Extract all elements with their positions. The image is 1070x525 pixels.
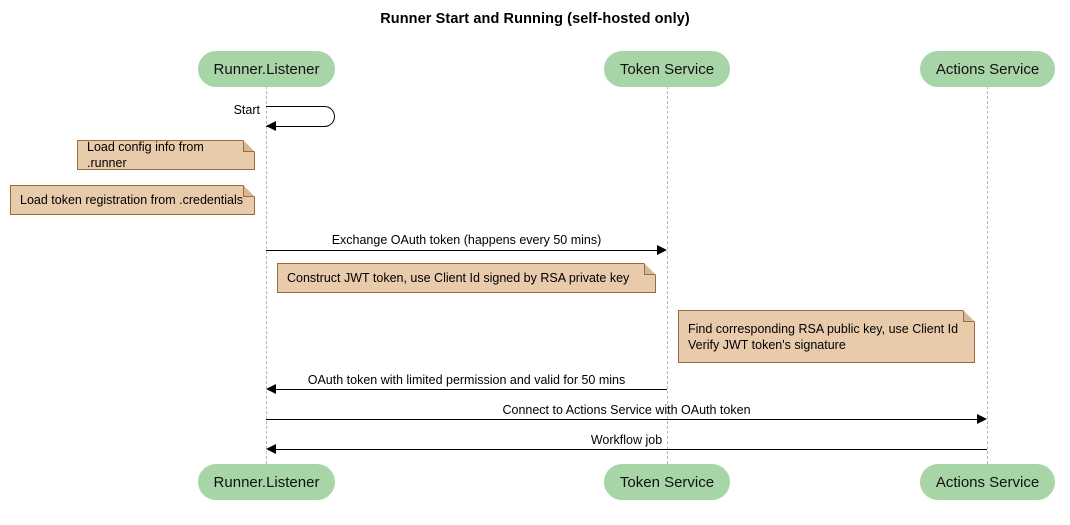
participant-label: Token Service — [619, 60, 715, 78]
participant-label: Actions Service — [935, 60, 1040, 78]
message-line-connect-actions-service — [266, 419, 978, 420]
participant-bottom-runner-listener[interactable]: Runner.Listener — [198, 464, 335, 500]
lifeline-actions-service — [987, 86, 988, 464]
page-title: Runner Start and Running (self-hosted on… — [380, 11, 690, 27]
participant-label: Token Service — [619, 473, 715, 491]
note-text: Load token registration from .credential… — [20, 193, 244, 207]
message-line-oauth-token-limited — [275, 389, 667, 390]
message-label-workflow-job: Workflow job — [590, 433, 663, 447]
note-text: Load config info from .runner — [87, 140, 204, 170]
message-label-connect-actions-service: Connect to Actions Service with OAuth to… — [502, 403, 751, 417]
note-text: Construct JWT token, use Client Id signe… — [287, 271, 630, 285]
lifeline-token-service — [667, 86, 668, 464]
participant-bottom-actions-service[interactable]: Actions Service — [920, 464, 1055, 500]
note-text: Find corresponding RSA public key, use C… — [688, 321, 959, 352]
message-label-oauth-token-limited: OAuth token with limited permission and … — [307, 373, 626, 387]
note-construct-jwt-token: Construct JWT token, use Client Id signe… — [277, 263, 656, 293]
message-arrowhead-workflow-job — [266, 444, 276, 454]
message-arrowhead-oauth-token-limited — [266, 384, 276, 394]
participant-label: Runner.Listener — [213, 473, 320, 491]
participant-label: Actions Service — [935, 473, 1040, 491]
message-label-exchange-oauth-token: Exchange OAuth token (happens every 50 m… — [331, 233, 602, 247]
participant-top-token-service[interactable]: Token Service — [604, 51, 730, 87]
message-line-exchange-oauth-token — [266, 250, 658, 251]
message-arrowhead-exchange-oauth-token — [657, 245, 667, 255]
self-message-loop-start — [266, 106, 335, 127]
self-message-arrowhead-start — [266, 121, 276, 131]
message-line-workflow-job — [275, 449, 987, 450]
participant-top-runner-listener[interactable]: Runner.Listener — [198, 51, 335, 87]
note-load-token-registration: Load token registration from .credential… — [10, 185, 255, 215]
self-message-label-start: Start — [233, 103, 260, 117]
participant-top-actions-service[interactable]: Actions Service — [920, 51, 1055, 87]
participant-bottom-token-service[interactable]: Token Service — [604, 464, 730, 500]
message-arrowhead-connect-actions-service — [977, 414, 987, 424]
note-find-rsa-public-key: Find corresponding RSA public key, use C… — [678, 310, 975, 363]
participant-label: Runner.Listener — [213, 60, 320, 78]
note-load-config-info: Load config info from .runner — [77, 140, 255, 170]
lifeline-runner-listener — [266, 86, 267, 464]
